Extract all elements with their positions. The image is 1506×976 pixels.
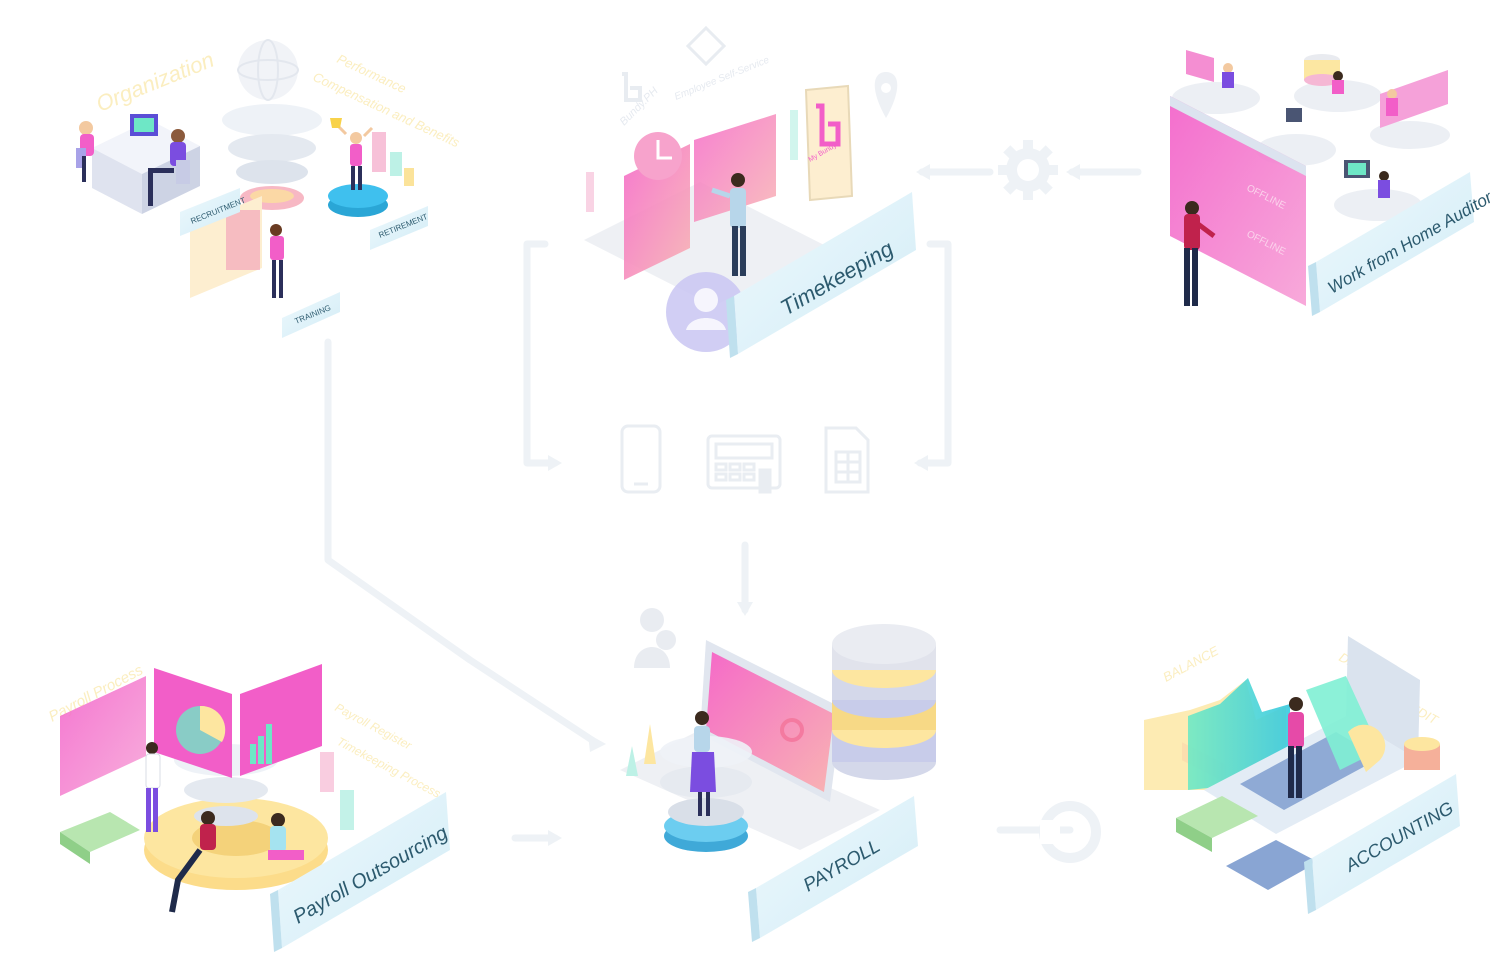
wfh-auditor-module: OFFLINE OFFLINE Work from Home Auditor xyxy=(1170,50,1497,783)
sync-gear-icon xyxy=(1039,801,1101,863)
tk-person xyxy=(711,173,746,276)
mobile-phone-icon xyxy=(620,424,662,494)
accounting-person xyxy=(1288,697,1304,798)
arrowhead-timekeeping-left xyxy=(916,164,930,180)
hr-person-seated-right xyxy=(148,129,190,206)
hr-title: Organization xyxy=(93,47,218,117)
bundy-ph-logo-icon xyxy=(622,72,642,102)
payroll-person xyxy=(690,711,716,816)
hr-trophy-person xyxy=(328,118,388,217)
payroll-label-panel: PAYROLL xyxy=(748,796,918,942)
gear-icon xyxy=(998,140,1058,200)
wfh-person xyxy=(1184,201,1216,306)
outsourcing-person-sitting-2 xyxy=(268,813,304,860)
tree-icon xyxy=(626,724,656,776)
my-bundy-phone: My Bundy xyxy=(804,84,854,202)
donut-chart-icon xyxy=(780,718,804,742)
connectors xyxy=(324,168,1142,842)
arrowhead-outsourcing xyxy=(548,830,562,846)
arrowheads xyxy=(548,164,1080,846)
accounting-cash-icon xyxy=(1176,796,1258,838)
coins-icon xyxy=(1404,737,1440,770)
hr-cylinders xyxy=(372,132,414,186)
hr-person-seated-left xyxy=(76,121,94,182)
cash-stack-icon xyxy=(60,812,140,852)
ess-label: Employee Self-Service xyxy=(673,55,771,103)
people-group-icon xyxy=(634,608,676,668)
clock-icon xyxy=(634,132,682,180)
training-panel: TRAINING xyxy=(282,292,340,338)
outsourcing-person-standing xyxy=(145,742,161,832)
globe-icon xyxy=(237,39,299,101)
payroll-outsourcing-module: Payroll Process Payroll Register Timekee… xyxy=(46,661,452,952)
spreadsheet-icon xyxy=(824,426,870,494)
timekeeping-module: Bundy.PH Employee Self-Service My Bundy xyxy=(584,25,916,358)
bar-chart-icon xyxy=(250,724,272,764)
user-avatar-icon xyxy=(666,272,746,352)
location-pin-icon xyxy=(874,72,898,118)
biometric-device-icon xyxy=(706,434,782,494)
outsourcing-person-sitting-1 xyxy=(169,811,216,913)
connector-hr-to-payroll xyxy=(324,338,599,746)
connector-bracket-left xyxy=(523,240,559,467)
trophy-icon xyxy=(330,118,342,128)
devices xyxy=(620,424,870,494)
payroll-module: PAYROLL xyxy=(620,608,936,942)
arrowhead-gear-left xyxy=(1066,164,1080,180)
tk-screen-left xyxy=(624,144,690,280)
accounting-module: BALANCE DEBIT CREDIT A xyxy=(1144,636,1460,914)
ess-logo-icon xyxy=(685,25,727,67)
arrowhead-left-bracket xyxy=(548,455,562,471)
database-stack-icon xyxy=(832,624,936,780)
tk-screen-right xyxy=(694,114,776,222)
accounting-balance: BALANCE xyxy=(1160,643,1221,685)
arrowhead-hr-payroll xyxy=(588,734,606,752)
connector-bracket-right xyxy=(916,240,952,467)
hr-organization-module: Organization Performance Compensation an… xyxy=(76,39,462,338)
calculator-icon xyxy=(1226,840,1318,890)
arrowhead-right-bracket xyxy=(914,455,928,471)
hr-training-person xyxy=(270,224,284,298)
database-icon xyxy=(1304,54,1340,86)
arrowhead-center-down xyxy=(737,602,753,616)
